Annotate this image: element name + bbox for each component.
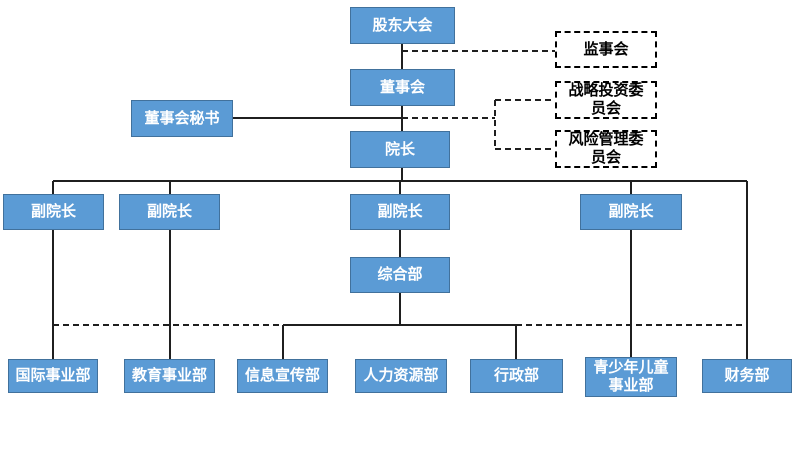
org-node-board-of-directors: 董事会 xyxy=(350,69,455,106)
org-node-information-publicity-department: 信息宣传部 xyxy=(237,359,328,393)
org-node-strategic-investment-committee: 战略投资委 员会 xyxy=(555,81,657,119)
org-node-human-resources-department: 人力资源部 xyxy=(355,359,447,393)
org-node-vice-president-3: 副院长 xyxy=(350,194,450,230)
org-node-education-division: 教育事业部 xyxy=(124,359,215,393)
org-node-board-secretary: 董事会秘书 xyxy=(131,100,233,137)
org-node-international-division: 国际事业部 xyxy=(8,359,98,393)
org-node-supervisory-board: 监事会 xyxy=(555,31,657,68)
org-node-vice-president-2: 副院长 xyxy=(119,194,220,230)
org-node-general-department: 综合部 xyxy=(350,257,450,293)
org-node-youth-children-division: 青少年儿童 事业部 xyxy=(585,357,677,397)
org-node-risk-management-committee: 风险管理委 员会 xyxy=(555,130,657,168)
org-node-shareholders-meeting: 股东大会 xyxy=(350,7,455,44)
org-node-administration-department: 行政部 xyxy=(470,359,563,393)
org-node-vice-president-1: 副院长 xyxy=(3,194,104,230)
org-node-president: 院长 xyxy=(350,131,450,168)
org-node-finance-department: 财务部 xyxy=(702,359,792,393)
org-node-vice-president-4: 副院长 xyxy=(580,194,682,230)
